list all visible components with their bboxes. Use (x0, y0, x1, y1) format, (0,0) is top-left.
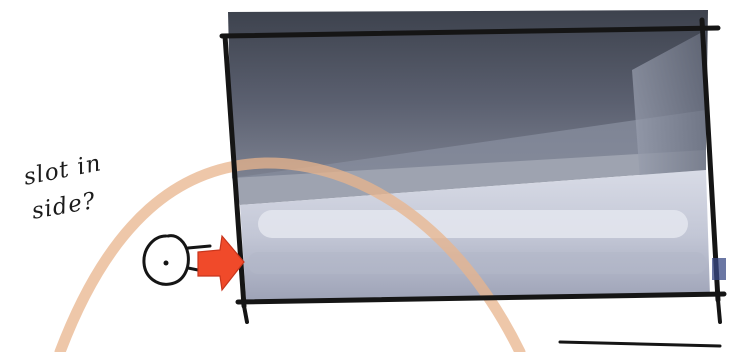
arrow-right-icon (188, 236, 244, 290)
circle-dot-icon (144, 236, 188, 285)
stray-mark (560, 342, 720, 346)
corner-accent (712, 258, 726, 280)
